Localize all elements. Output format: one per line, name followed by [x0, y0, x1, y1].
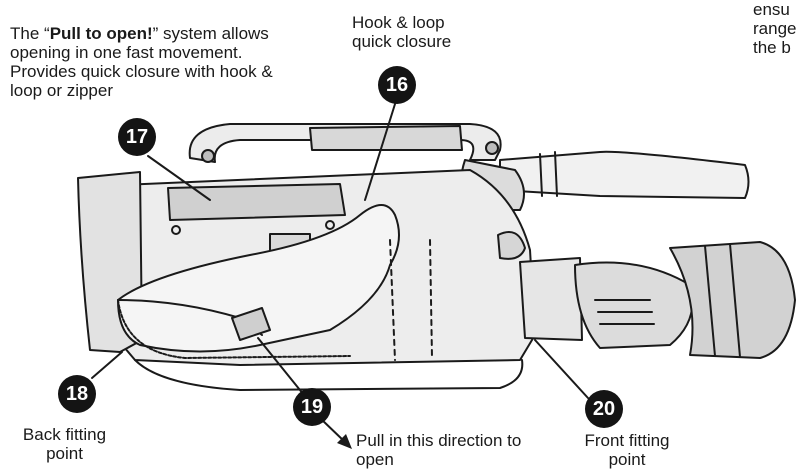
- open-flap: [117, 204, 400, 353]
- callout-17: 17: [118, 118, 156, 156]
- leader-17: [147, 155, 211, 201]
- side-window: [167, 183, 346, 221]
- arrow-head: [337, 434, 352, 449]
- microphone: [499, 150, 750, 199]
- pull-direction-arrow: [319, 417, 346, 443]
- lens-mount: [497, 231, 526, 260]
- hook-loop-label: Hook & loop quick closure: [352, 13, 452, 51]
- back-fitting-label: Back fitting point: [22, 425, 107, 463]
- callout-16: 16: [378, 66, 416, 104]
- callout-19: 19: [293, 388, 331, 426]
- pull-tab: [231, 307, 271, 341]
- front-fitting-label: Front fitting point: [584, 431, 670, 469]
- leader-18: [91, 351, 123, 379]
- leader-16: [364, 103, 396, 201]
- leader-20: [534, 339, 589, 399]
- pull-direction-label: Pull in this direction to open: [356, 431, 522, 469]
- lens-sleeve: [519, 257, 583, 341]
- leader-19: [257, 337, 309, 401]
- pull-to-open-label: The “Pull to open!” system allows openin…: [10, 24, 273, 100]
- cut-off-text: ensu range the b: [753, 0, 797, 57]
- lens-barrel: [669, 241, 796, 359]
- handle-grip: [309, 125, 463, 151]
- hand-strap: [574, 261, 694, 349]
- callout-20: 20: [585, 390, 623, 428]
- zipper-line: [117, 299, 351, 359]
- callout-18: 18: [58, 375, 96, 413]
- cover-bottom: [134, 359, 524, 391]
